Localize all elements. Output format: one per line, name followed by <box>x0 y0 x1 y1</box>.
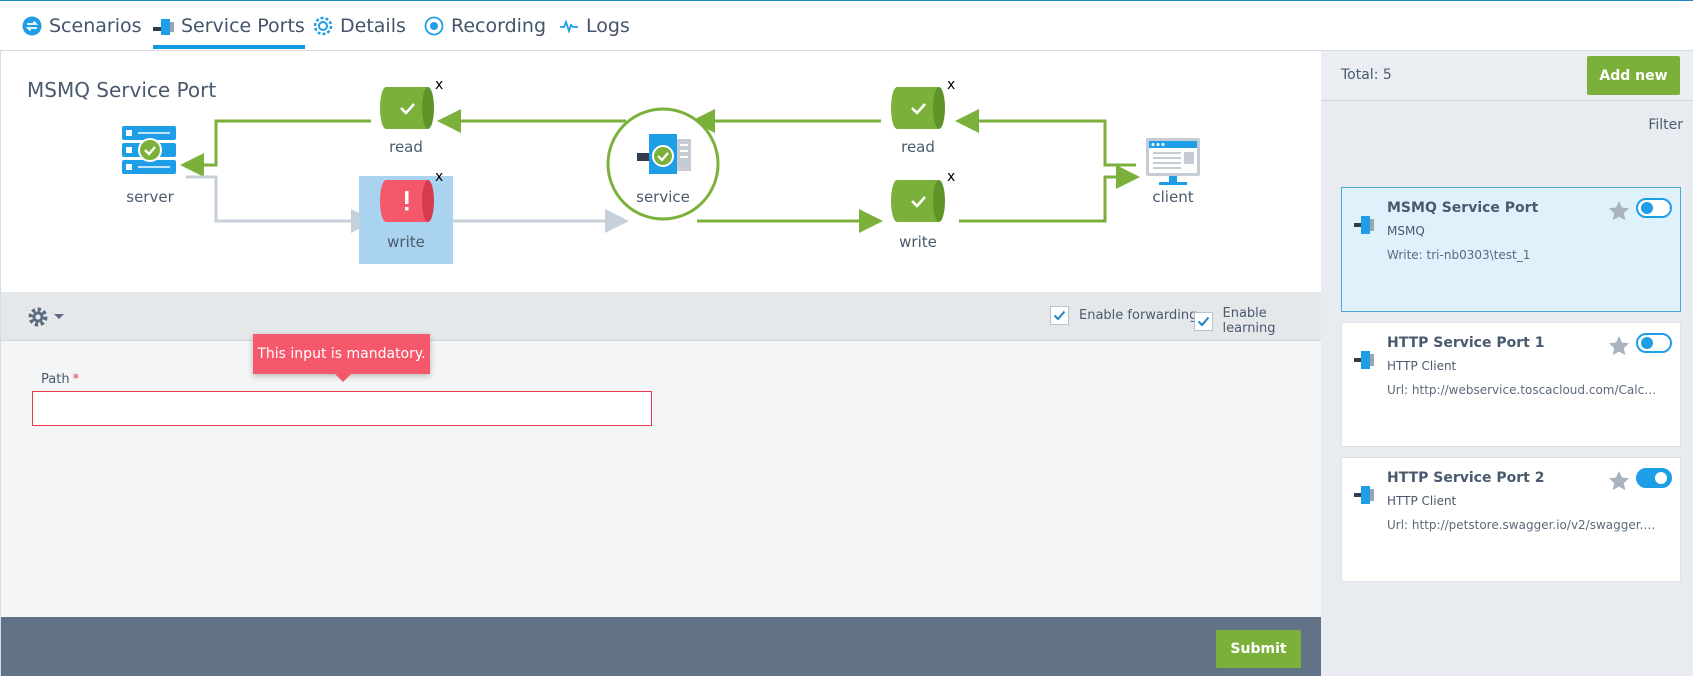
tab-label: Service Ports <box>181 15 305 37</box>
favorite-star-icon[interactable] <box>1608 335 1630 360</box>
plug-icon <box>153 15 175 37</box>
server-icon <box>122 126 176 174</box>
enable-toggle[interactable] <box>1636 198 1672 218</box>
server-node[interactable] <box>122 126 178 180</box>
enable-toggle[interactable] <box>1636 333 1672 353</box>
card-info: Write: tri-nb0303\test_1 <box>1387 248 1531 262</box>
favorite-star-icon[interactable] <box>1608 200 1630 225</box>
tab-label: Scenarios <box>49 15 142 37</box>
settings-menu-button[interactable] <box>27 304 65 330</box>
filter-link[interactable]: Filter <box>1648 117 1683 133</box>
read-right-label: read <box>901 138 935 156</box>
top-tab-bar: Scenarios Service Ports Details Recordin… <box>0 0 1693 51</box>
service-port-card[interactable]: HTTP Service Port 1 HTTP Client Url: htt… <box>1341 322 1681 447</box>
plug-icon <box>1354 483 1376 509</box>
service-label: service <box>636 188 690 206</box>
submit-button[interactable]: Submit <box>1216 630 1301 668</box>
diagram-title: MSMQ Service Port <box>27 78 217 102</box>
pulse-icon <box>558 15 580 37</box>
tab-label: Logs <box>586 15 630 37</box>
queue-error-icon <box>380 180 434 222</box>
tab-logs[interactable]: Logs <box>558 1 630 51</box>
service-node[interactable] <box>605 106 721 226</box>
monitor-icon <box>1146 138 1200 185</box>
enable-forwarding-checkbox[interactable]: Enable forwarding <box>1050 306 1197 325</box>
enable-forwarding-label: Enable forwarding <box>1079 308 1198 323</box>
add-new-button[interactable]: Add new <box>1587 56 1680 95</box>
tab-details[interactable]: Details <box>312 1 406 51</box>
tab-scenarios[interactable]: Scenarios <box>21 1 142 51</box>
required-mark: * <box>72 372 80 387</box>
plug-icon <box>1354 213 1376 239</box>
server-label: server <box>126 188 174 206</box>
read-right-node[interactable] <box>891 87 945 133</box>
remove-write-left-button[interactable]: x <box>435 169 444 185</box>
service-port-list-panel: Total: 5 Add new Filter MSMQ Service Por… <box>1321 51 1693 676</box>
enable-learning-checkbox[interactable]: Enable learning <box>1194 306 1321 336</box>
port-diagram: MSMQ Service Port <box>1 51 1321 292</box>
tab-service-ports[interactable]: Service Ports <box>153 1 305 51</box>
queue-ok-icon <box>891 180 945 222</box>
read-left-label: read <box>389 138 423 156</box>
queue-ok-icon <box>380 87 434 129</box>
write-left-node[interactable] <box>380 180 434 226</box>
exchange-icon <box>21 15 43 37</box>
card-type: MSMQ <box>1387 224 1425 238</box>
write-left-label: write <box>387 233 425 251</box>
gear-icon <box>28 307 48 327</box>
service-port-card[interactable]: HTTP Service Port 2 HTTP Client Url: htt… <box>1341 457 1681 582</box>
write-right-label: write <box>899 233 937 251</box>
client-label: client <box>1152 188 1194 206</box>
tab-label: Details <box>340 15 406 37</box>
card-title: HTTP Service Port 2 <box>1387 470 1545 486</box>
card-title: HTTP Service Port 1 <box>1387 335 1545 351</box>
read-left-node[interactable] <box>380 87 434 133</box>
enable-learning-label: Enable learning <box>1222 306 1276 336</box>
gear-icon <box>312 15 334 37</box>
check-icon <box>1197 316 1210 326</box>
queue-ok-icon <box>891 87 945 129</box>
tab-label: Recording <box>451 15 547 37</box>
list-header: Total: 5 Add new <box>1321 51 1693 101</box>
remove-read-left-button[interactable]: x <box>435 77 444 93</box>
checkbox-box[interactable] <box>1050 306 1069 325</box>
toggle-knob <box>1641 202 1653 214</box>
card-info: Url: http://petstore.swagger.io/v2/swagg… <box>1387 518 1657 532</box>
enable-toggle[interactable] <box>1636 468 1672 488</box>
card-info: Url: http://webservice.toscacloud.com/Ca… <box>1387 383 1657 397</box>
favorite-star-icon[interactable] <box>1608 470 1630 495</box>
main-panel: MSMQ Service Port <box>0 51 1321 676</box>
toggle-knob <box>1655 472 1667 484</box>
check-icon <box>1053 310 1066 321</box>
remove-write-right-button[interactable]: x <box>947 169 956 185</box>
path-label-text: Path <box>41 372 70 387</box>
tab-recording[interactable]: Recording <box>423 1 546 51</box>
remove-read-right-button[interactable]: x <box>947 77 956 93</box>
client-node[interactable] <box>1145 138 1201 190</box>
checkbox-box[interactable] <box>1194 311 1213 331</box>
card-type: HTTP Client <box>1387 494 1457 508</box>
total-count: Total: 5 <box>1341 67 1392 83</box>
path-label: Path* <box>41 372 79 387</box>
card-title: MSMQ Service Port <box>1387 200 1539 216</box>
path-input[interactable] <box>32 391 652 426</box>
plug-icon <box>1354 348 1376 374</box>
validation-tooltip: This input is mandatory. <box>253 334 430 382</box>
record-icon <box>423 15 445 37</box>
service-port-card[interactable]: MSMQ Service Port MSMQ Write: tri-nb0303… <box>1341 187 1681 312</box>
card-type: HTTP Client <box>1387 359 1457 373</box>
caret-down-icon <box>54 314 64 319</box>
toggle-knob <box>1641 337 1653 349</box>
service-icon <box>606 107 720 221</box>
write-right-node[interactable] <box>891 180 945 226</box>
port-form: Path* This input is mandatory. <box>1 334 1321 617</box>
form-footer: Submit <box>1 617 1321 676</box>
options-toolbar: Enable forwarding Enable learning <box>1 292 1321 341</box>
